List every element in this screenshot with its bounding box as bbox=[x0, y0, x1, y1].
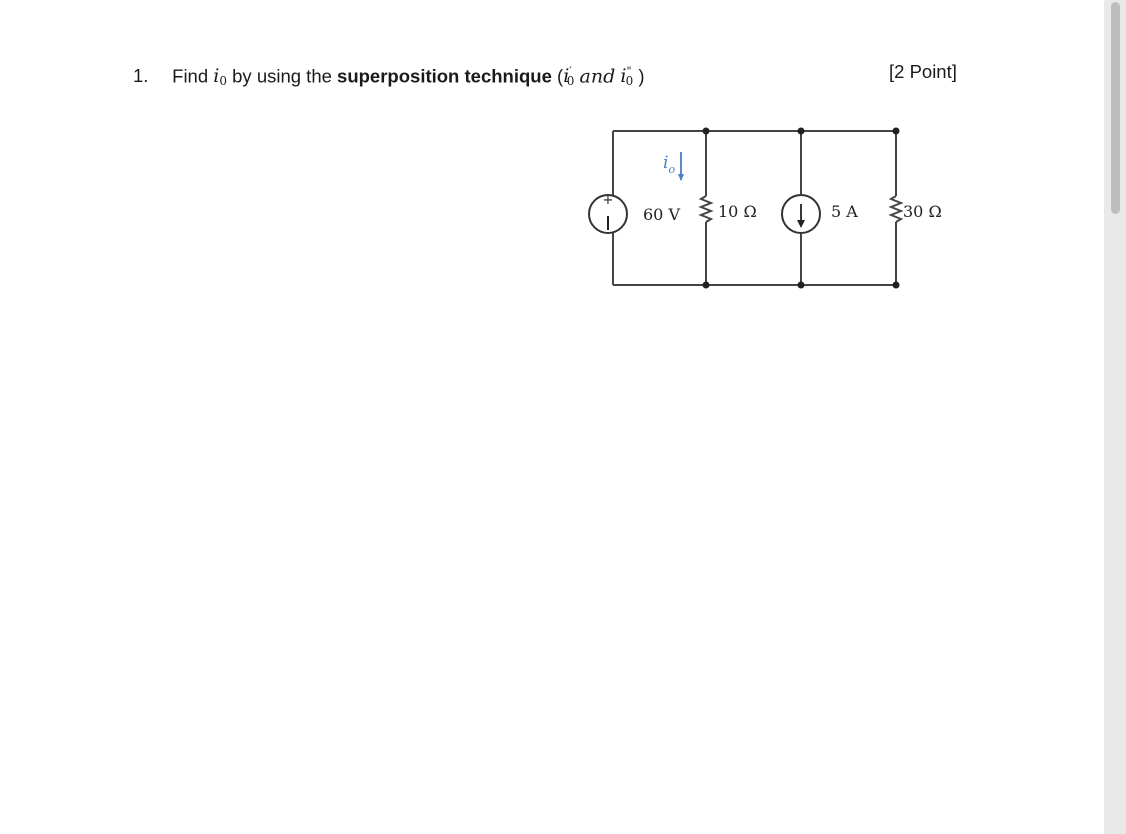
question-prefix: Find bbox=[172, 65, 209, 87]
circuit-diagram: + io 60 V 10 Ω 5 A 30 Ω bbox=[588, 127, 942, 289]
node-top-3 bbox=[892, 127, 900, 135]
question-text: 1. Find i0 by using the superposition te… bbox=[133, 60, 645, 93]
io-double-prime-variable: i"0 bbox=[620, 65, 634, 89]
node-bottom-3 bbox=[892, 281, 900, 289]
current-source-label: 5 A bbox=[831, 202, 858, 221]
current-arrow-head-icon bbox=[797, 220, 805, 228]
io-arrow-icon bbox=[678, 174, 684, 181]
source-voltage-label: 60 V bbox=[643, 205, 680, 224]
resistor-30-ohm bbox=[888, 195, 904, 223]
io-variable: i0 bbox=[213, 65, 227, 89]
node-bottom-1 bbox=[702, 281, 710, 289]
paren-close: ) bbox=[638, 65, 645, 87]
and-text: and bbox=[579, 65, 616, 88]
source-plus: + bbox=[603, 193, 614, 208]
scrollbar-thumb[interactable] bbox=[1111, 2, 1120, 214]
question-mid-text: by using the bbox=[232, 65, 332, 87]
node-bottom-2 bbox=[797, 281, 805, 289]
node-top-1 bbox=[702, 127, 710, 135]
question-number: 1. bbox=[133, 65, 149, 87]
io-current-label: io bbox=[663, 153, 675, 176]
resistor-10-ohm bbox=[698, 195, 714, 223]
scrollbar-track[interactable] bbox=[1104, 0, 1126, 834]
points-label: [2 Point] bbox=[889, 61, 957, 82]
superposition-technique-text: superposition technique bbox=[337, 65, 552, 87]
resistor-10-label: 10 Ω bbox=[718, 202, 757, 221]
node-top-2 bbox=[797, 127, 805, 135]
io-prime-variable: i′0 bbox=[563, 65, 575, 89]
resistor-30-label: 30 Ω bbox=[903, 202, 942, 221]
paren-open: ( bbox=[557, 65, 564, 87]
voltage-source-icon bbox=[588, 194, 628, 234]
